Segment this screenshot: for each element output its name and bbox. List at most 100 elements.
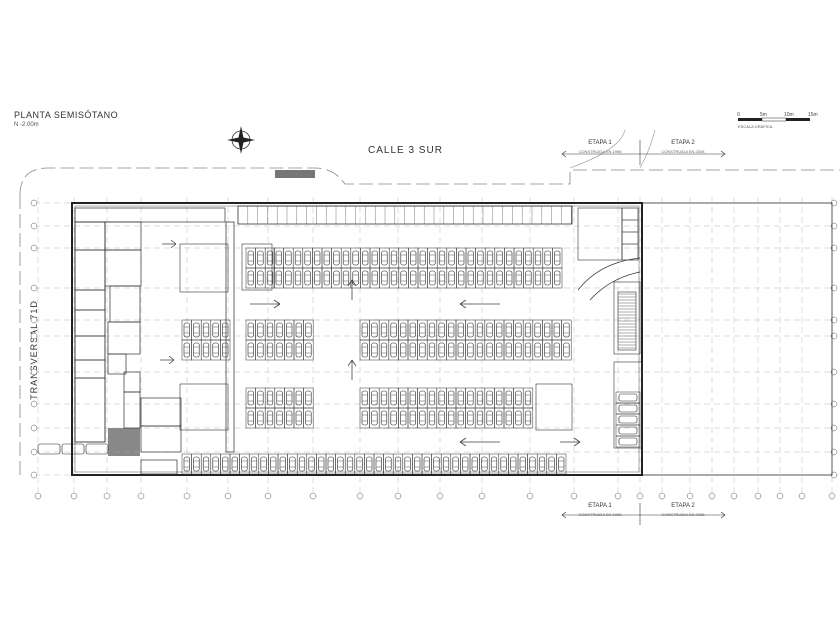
car-icon	[534, 342, 541, 358]
car-icon	[438, 250, 446, 266]
parking-stall	[474, 387, 486, 409]
parking-stall	[359, 319, 370, 341]
stall-outline	[615, 413, 641, 426]
car-icon	[490, 456, 498, 472]
stairs	[617, 291, 637, 351]
parking-stall	[255, 319, 266, 341]
car-icon	[390, 390, 397, 406]
car-icon	[476, 390, 484, 406]
car-icon	[308, 456, 315, 472]
car-icon	[476, 342, 484, 358]
parking-stall	[398, 267, 409, 289]
car-icon	[457, 410, 464, 426]
parking-stall	[210, 339, 221, 361]
car-icon	[286, 342, 293, 358]
parking-stall	[220, 319, 231, 341]
parking-stall	[340, 247, 352, 269]
parking-stall	[474, 339, 486, 361]
car-icon	[394, 456, 402, 472]
car-icon	[462, 456, 469, 472]
car-icon	[505, 390, 512, 406]
parking-stall	[465, 247, 476, 269]
car-icon	[618, 404, 638, 413]
scale-tick-3: 15m	[808, 112, 818, 118]
scale-tick-1: 5m	[760, 112, 767, 118]
parking-stall	[360, 247, 371, 269]
car-icon	[505, 342, 512, 358]
parking-stall	[417, 247, 428, 269]
car-icon	[428, 342, 436, 358]
parking-stall	[465, 387, 476, 409]
parking-stall	[504, 247, 515, 269]
car-icon	[212, 322, 219, 338]
street-curb-line	[19, 167, 840, 196]
car-icon	[212, 456, 219, 472]
car-icon	[305, 390, 312, 406]
parking-stall	[479, 453, 490, 475]
car-icon	[452, 456, 459, 472]
car-icon	[266, 410, 274, 426]
parking-stall	[284, 387, 295, 409]
car-icon	[276, 410, 283, 426]
parking-stall	[446, 319, 457, 341]
car-icon	[202, 342, 210, 358]
grid-bubble	[394, 492, 402, 500]
car-icon	[276, 322, 283, 338]
car-icon	[448, 322, 455, 338]
car-icon	[548, 456, 555, 472]
parking-stall	[474, 407, 486, 429]
parking-stall	[615, 391, 641, 404]
parking-stall	[469, 453, 480, 475]
parking-stall	[522, 339, 534, 361]
parking-stall	[321, 267, 332, 289]
parking-stall	[456, 267, 467, 289]
parking-stall	[475, 247, 486, 269]
parking-stall	[350, 247, 361, 269]
car-icon	[544, 270, 551, 286]
parking-stall	[408, 247, 419, 269]
parking-stall	[494, 267, 505, 289]
car-icon	[618, 437, 638, 446]
car-icon	[380, 390, 388, 406]
car-icon	[467, 250, 474, 266]
service-rooms-west	[74, 207, 226, 475]
parking-stall	[421, 453, 432, 475]
parking-stall	[513, 387, 524, 409]
parking-stall	[615, 424, 641, 437]
car-icon	[247, 270, 254, 286]
parking-stall	[292, 267, 304, 289]
car-icon	[266, 322, 274, 338]
parking-stall	[508, 453, 519, 475]
stage-1-label-bottom: ETAPA 1	[588, 503, 612, 509]
parking-stall	[494, 319, 505, 341]
parking-stall	[255, 387, 266, 409]
parking-stall	[408, 267, 419, 289]
car-icon	[496, 250, 503, 266]
parking-stall	[287, 453, 298, 475]
parking-stall	[369, 319, 380, 341]
access-curve	[569, 129, 626, 169]
parking-stall	[427, 267, 438, 289]
parking-stall	[359, 407, 370, 429]
parking-stall	[245, 319, 256, 341]
grid-bubble	[30, 471, 38, 479]
structural-grid	[34, 197, 833, 492]
parking-stall	[200, 319, 212, 341]
car-icon	[515, 270, 522, 286]
car-icon	[371, 270, 378, 286]
parking-stall	[450, 453, 461, 475]
parking-stall	[264, 339, 276, 361]
car-icon	[544, 322, 551, 338]
parking-stall	[551, 319, 562, 341]
car-icon	[419, 342, 426, 358]
car-icon	[515, 250, 522, 266]
car-icon	[400, 322, 407, 338]
car-icon	[314, 250, 321, 266]
parking-stall	[293, 319, 304, 341]
grid-bubble	[686, 492, 694, 500]
car-icon	[305, 342, 312, 358]
car-icon	[276, 342, 283, 358]
plan-title: PLANTA SEMISÓTANO	[14, 110, 119, 120]
parking-stall	[542, 267, 553, 289]
parking-stall	[369, 267, 380, 289]
